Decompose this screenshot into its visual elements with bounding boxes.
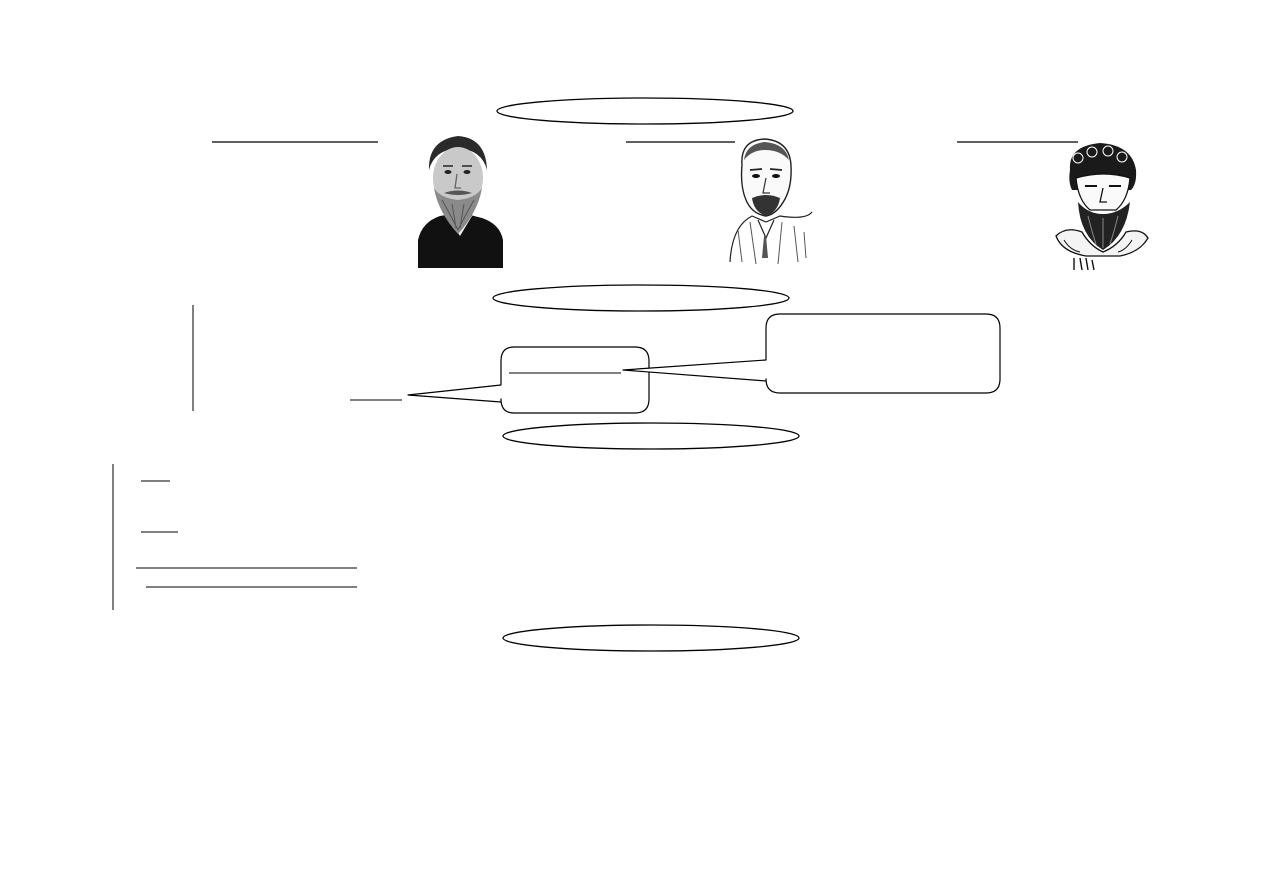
title-oval-3 [502,422,800,450]
classical-bearded-bust-sketch-icon [1055,143,1149,271]
title-oval-2 [492,284,790,312]
elderly-man-sketch-portrait-icon [729,138,813,265]
bearded-man-photo-portrait-icon [418,136,503,268]
callout-box-small [407,346,650,414]
title-oval-4 [502,624,800,652]
callout-box-large [622,313,1001,394]
title-oval-1 [496,97,794,125]
